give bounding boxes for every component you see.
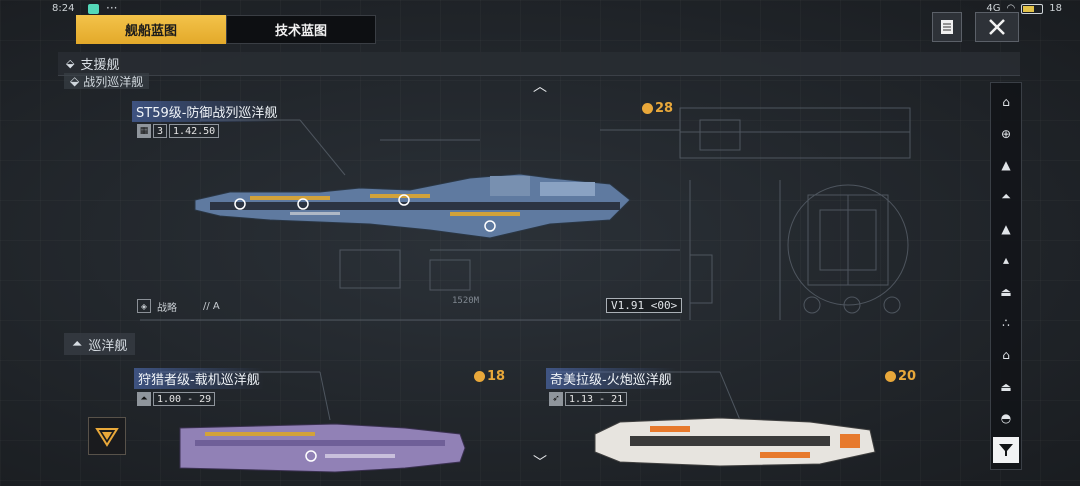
ship-1-cost: 28 (642, 101, 673, 116)
status-right: 4G ◠ 18 (986, 3, 1062, 14)
notes-icon (941, 20, 953, 34)
support-ship-icon: ⬙ (66, 57, 75, 70)
rail-item-8-icon[interactable]: ∴ (1002, 316, 1010, 331)
carrier-icon: ⏶ (137, 392, 151, 406)
ship-3-cost-value: 20 (898, 369, 917, 384)
ship-2-model[interactable] (175, 418, 475, 478)
battery-level: 18 (1049, 3, 1062, 14)
ship-2-name[interactable]: 狩猎者级-载机巡洋舰 (134, 368, 264, 389)
status-time: 8:24 (52, 3, 75, 14)
ship-1-role-label: 战略 (157, 302, 177, 314)
ship-2-cost-value: 18 (487, 369, 506, 384)
ship-1-stat: ▦ 3 1.42.50 (137, 124, 220, 138)
rail-item-10-icon[interactable]: ⏏ (1000, 379, 1012, 394)
rail-item-2-icon[interactable]: ⊕ (1000, 126, 1012, 141)
ship-2-stat-value: 1.00 - 29 (153, 392, 216, 406)
ship-1-name[interactable]: ST59级-防御战列巡洋舰 (132, 101, 282, 122)
emblem-icon (95, 428, 119, 447)
ship-3-stat-value: 1.13 - 21 (565, 392, 628, 406)
rail-item-6-icon[interactable]: ▴ (1002, 253, 1010, 268)
app-notification-icon (88, 4, 99, 14)
rail-item-1-icon[interactable]: ⌂ (1002, 95, 1010, 109)
rail-item-3-icon[interactable]: ▲ (1001, 158, 1011, 173)
ship-3-stat: ➶ 1.13 - 21 (549, 392, 628, 406)
network-label: 4G (986, 3, 1001, 14)
ship-1-stat-value: 1.42.50 (169, 124, 220, 138)
ship-1-role-code: // A (203, 300, 220, 312)
ship-1-length: 1520M (452, 296, 480, 306)
status-bar: 8:24 ··· 4G ◠ 18 (0, 0, 1080, 18)
faction-emblem[interactable] (88, 417, 126, 455)
filter-icon (999, 443, 1013, 456)
tab-ship-blueprint[interactable]: 舰船蓝图 (76, 15, 226, 44)
cruiser-section-label: 巡洋舰 (88, 338, 128, 354)
coin-icon (642, 103, 653, 114)
rail-item-9-icon[interactable]: ⌂ (1002, 348, 1010, 362)
grid-icon: ▦ (137, 124, 151, 138)
rail-item-5-icon[interactable]: ▲ (1001, 221, 1011, 236)
cruiser-section-header[interactable]: ⏶ 巡洋舰 (64, 333, 136, 355)
strategy-icon: ◈ (137, 299, 151, 313)
subsection-text: 战列巡洋舰 (83, 74, 144, 89)
artillery-icon: ➶ (549, 392, 563, 406)
rail-item-7-icon[interactable]: ⏏ (1000, 284, 1012, 299)
ship-1-cost-value: 28 (655, 101, 674, 116)
section-header[interactable]: ⬙ 支援舰 (58, 52, 1020, 76)
rail-item-11-icon[interactable]: ◓ (1000, 411, 1012, 426)
battlecruiser-icon: ⬙ (70, 74, 80, 88)
more-dots-icon: ··· (106, 1, 118, 15)
ship-type-rail: ⌂ ⊕ ▲ ⏶ ▲ ▴ ⏏ ∴ ⌂ ⏏ ◓ (990, 82, 1022, 470)
ship-3-name[interactable]: 奇美拉级-火炮巡洋舰 (546, 368, 676, 389)
scroll-up-icon[interactable]: ︿ (533, 79, 547, 95)
rail-item-4-icon[interactable]: ⏶ (1001, 189, 1011, 204)
ship-2-cost: 18 (474, 369, 505, 384)
coin-icon (474, 371, 485, 382)
subsection-label: ⬙ 战列巡洋舰 (64, 73, 150, 89)
ship-1-version: V1.91 <00> (606, 298, 683, 313)
blueprint-tabs: 舰船蓝图 技术蓝图 (76, 15, 376, 44)
ship-3-model[interactable] (590, 412, 880, 472)
ship-1-stat-prefix: 3 (153, 124, 168, 138)
wifi-icon: ◠ (1006, 3, 1016, 14)
filter-button[interactable] (993, 436, 1019, 463)
notes-button[interactable] (932, 12, 962, 42)
scroll-down-icon[interactable]: ﹀ (533, 455, 547, 471)
tab-tech-blueprint[interactable]: 技术蓝图 (226, 15, 376, 44)
close-button[interactable] (975, 12, 1019, 42)
ship-1-model[interactable] (190, 160, 640, 250)
battery-icon (1021, 3, 1044, 14)
coin-icon (885, 371, 896, 382)
cruiser-icon: ⏶ (72, 336, 83, 352)
ship-3-cost: 20 (885, 369, 916, 384)
ship-2-stat: ⏶ 1.00 - 29 (137, 392, 216, 406)
ship-1-role: ◈ 战略 // A (137, 298, 220, 314)
section-label: 支援舰 (80, 58, 120, 73)
close-icon (989, 19, 1005, 35)
